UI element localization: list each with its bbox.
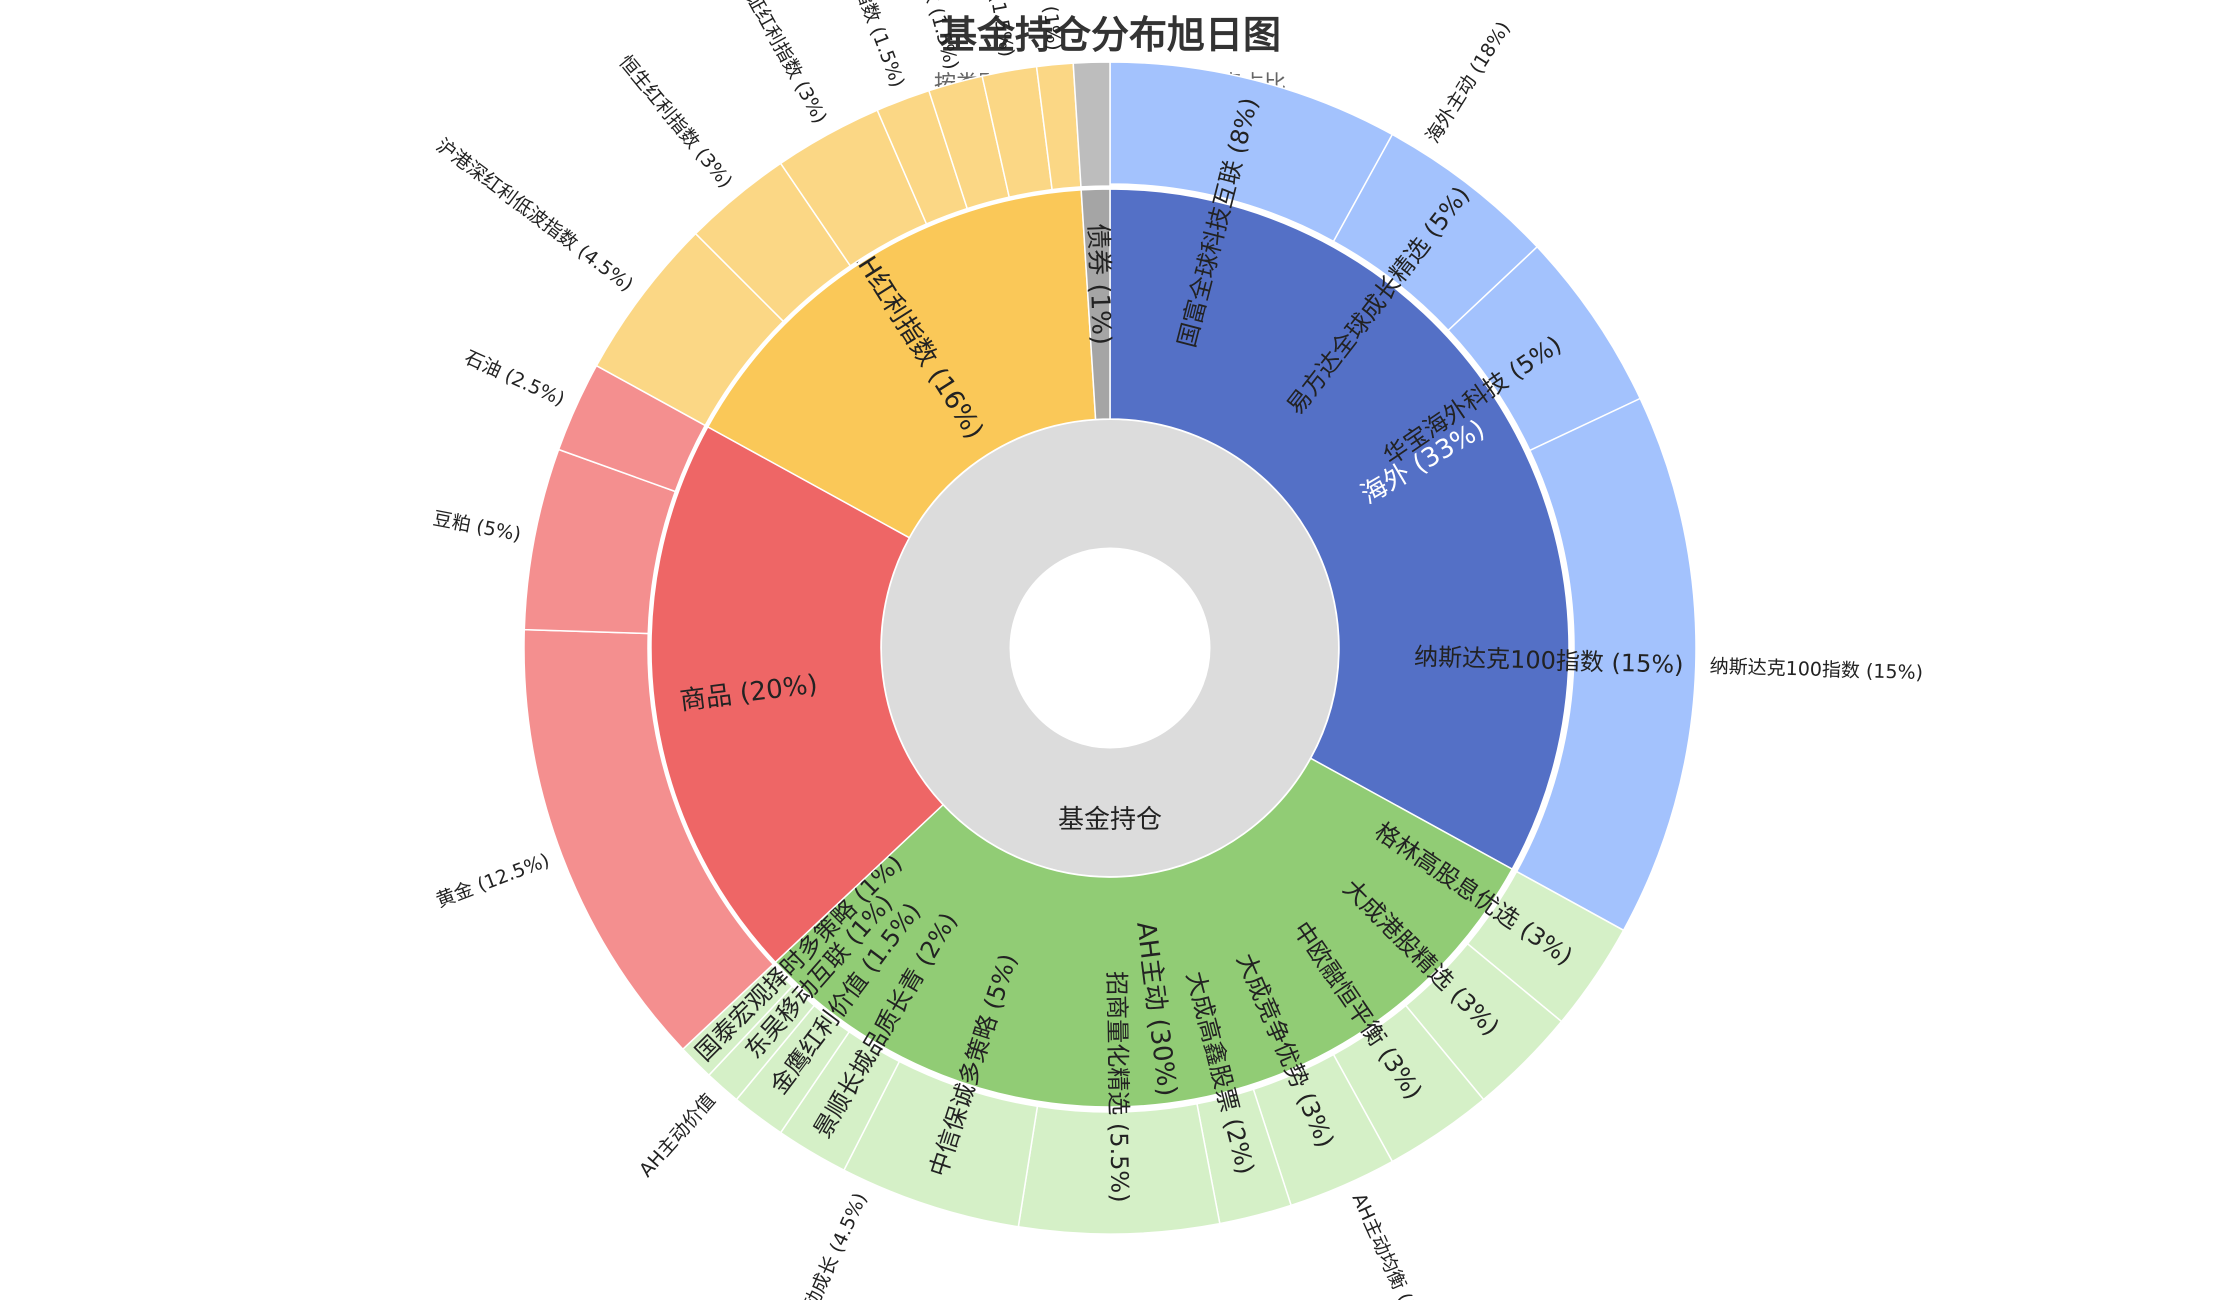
- leaf-label-3-4: 港股红利指数 (1.5%): [893, 0, 963, 72]
- leaf-label-3-0: 沪港深红利低波指数 (4.5%): [432, 134, 637, 296]
- leaf-label-1-2: AH主动价值: [635, 1090, 720, 1182]
- leaf-label-3-1: 恒生红利指数 (3%): [614, 51, 736, 192]
- category-arc-3: [706, 189, 1097, 539]
- leaf-label-0-0: 海外主动 (18%): [1422, 18, 1515, 147]
- leaf-arc-4-0: [1072, 61, 1111, 188]
- root-label: 基金持仓: [1058, 805, 1162, 835]
- category-arc-0: [1109, 188, 1570, 871]
- leaf-label-3-6: 红利指数 (1%): [1031, 0, 1065, 52]
- category-arc-2: [650, 425, 945, 964]
- chart-title: 基金持仓分布旭日图: [938, 13, 1281, 57]
- center-hole: [1009, 547, 1211, 749]
- child-label-1-5: 招商量化精选 (5.5%): [1102, 971, 1134, 1203]
- leaf-label-3-3: 红利低波指数 (1.5%): [823, 0, 908, 90]
- category-arc-4: [1080, 188, 1111, 421]
- leaf-label-3-2: 中证红利指数 (3%): [732, 0, 831, 127]
- leaf-label-3-5: 央企红利指数 (1.5%): [965, 0, 1018, 59]
- category-arc-1: [774, 757, 1514, 1108]
- leaf-label-2-0: 黄金 (12.5%): [433, 849, 552, 912]
- leaf-label-1-0: AH主动均衡 (14%): [1348, 1190, 1437, 1300]
- leaf-label-2-2: 石油 (2.5%): [461, 347, 568, 411]
- leaf-label-1-1: AH主动成长 (4.5%): [780, 1190, 871, 1300]
- leaf-label-2-1: 豆粕 (5%): [431, 508, 523, 546]
- category-label-4: 债券 (1%): [1082, 223, 1116, 346]
- root-ring: [881, 419, 1339, 877]
- leaf-label-0-1: 纳斯达克100指数 (15%): [1709, 655, 1923, 684]
